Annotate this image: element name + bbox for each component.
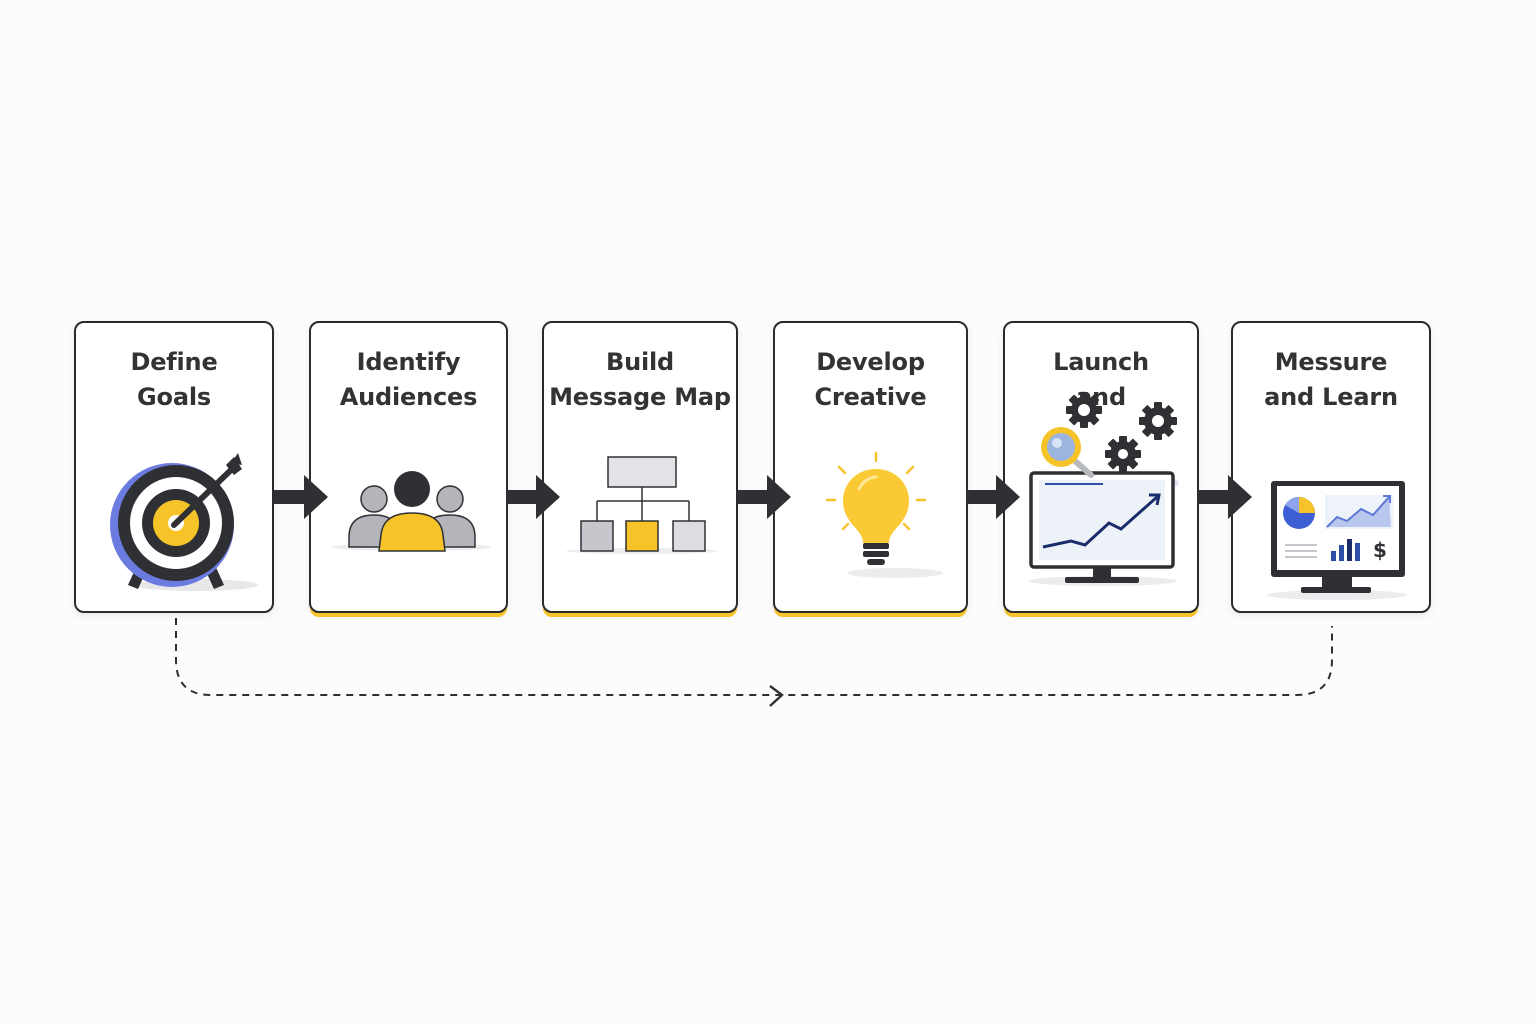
- arrow-right-icon: [966, 475, 1020, 519]
- step-card-identify-audiences: Identify Audiences: [309, 321, 508, 613]
- lightbulb-icon: [825, 451, 943, 578]
- hierarchy-icon: [566, 456, 718, 554]
- gear-icon: [1105, 436, 1141, 472]
- bar-chart-icon: [1331, 539, 1360, 561]
- step-title: Identify Audiences: [339, 348, 478, 411]
- gear-icon: [1066, 392, 1102, 428]
- arrow-right-icon: [506, 475, 560, 519]
- gear-icon: [1139, 402, 1177, 440]
- analytics-dashboard-icon: $: [1267, 481, 1407, 600]
- magnifier-icon: [1041, 427, 1094, 478]
- arrow-right-icon: [1198, 475, 1252, 519]
- pie-chart-icon: [1283, 496, 1315, 529]
- step-card-launch: Launch and: [1003, 321, 1199, 613]
- step-card-build-message-map: Build Message Map: [542, 321, 738, 613]
- step-card-define-goals: Define Goals: [74, 321, 274, 613]
- target-icon: [110, 453, 258, 591]
- step-title: Define Goals: [130, 348, 218, 411]
- step-title: Develop Creative: [814, 348, 927, 411]
- monitor-gears-icon: [1029, 392, 1179, 586]
- feedback-loop-arrowhead: [769, 685, 784, 707]
- step-title: Messure and Learn: [1264, 348, 1398, 411]
- audience-icon: [331, 471, 491, 552]
- step-card-measure-and-learn: Messure and Learn: [1231, 321, 1431, 613]
- dollar-sign-icon: $: [1373, 538, 1387, 562]
- step-title: Build Message Map: [549, 348, 731, 411]
- area-chart-icon: [1325, 495, 1393, 529]
- step-card-develop-creative: Develop Creative: [773, 321, 968, 613]
- arrow-right-icon: [737, 475, 791, 519]
- report-lines-icon: [1285, 544, 1317, 558]
- arrow-right-icon: [274, 475, 328, 519]
